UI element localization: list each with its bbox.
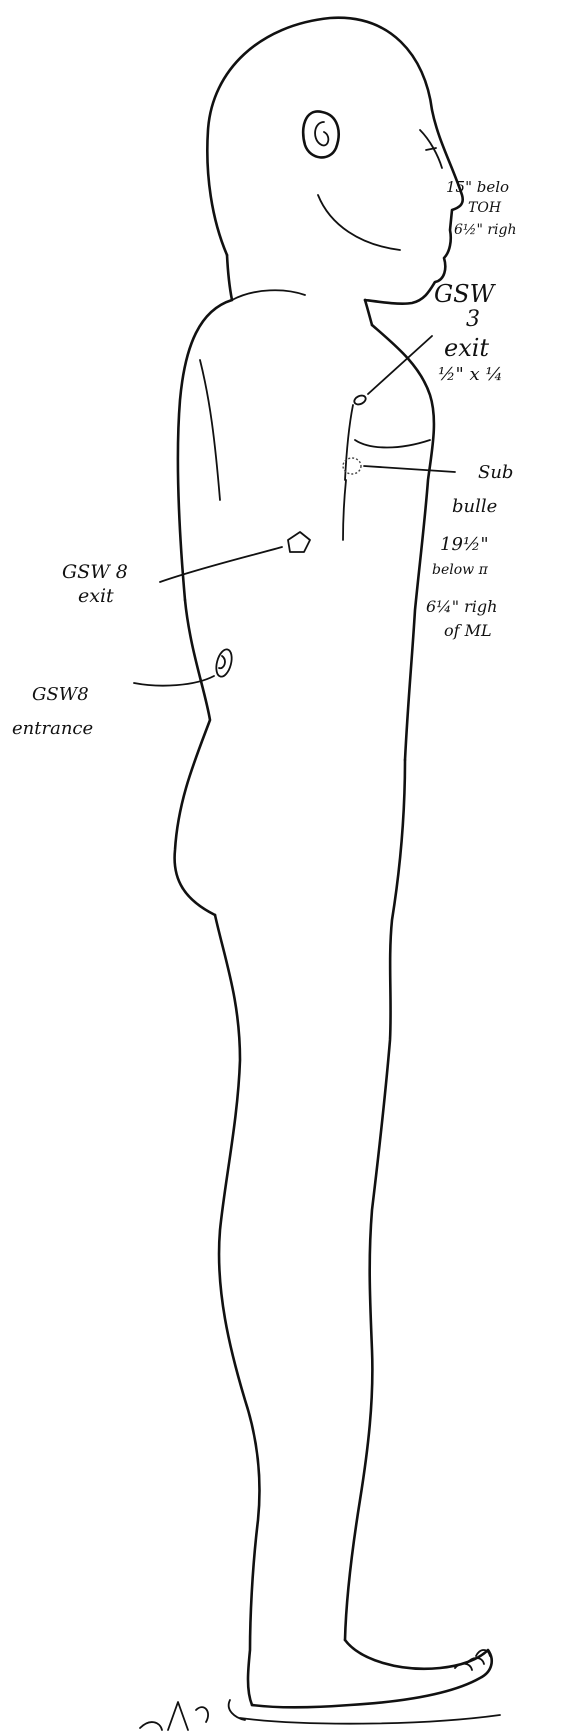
ground-shadow (229, 1700, 245, 1720)
ground-line (240, 1715, 500, 1724)
leg-front (345, 760, 405, 1640)
svg-text:19½": 19½" (440, 534, 489, 555)
gsw3-line-3: exit (444, 334, 489, 362)
svg-text:½" x ¼: ½" x ¼ (438, 364, 503, 385)
gsw8-entrance-line-1: GSW8 (32, 684, 89, 705)
wound-gsw8-entrance-inner (219, 656, 225, 668)
head-wound-line-2: TOH (468, 200, 502, 216)
neck-front (365, 300, 372, 325)
gsw3-line-4: ½" x ¼ (438, 364, 503, 385)
annotation-gsw3-exit: GSW 3 exit ½" x ¼ (434, 280, 503, 385)
svg-text:6½" righ: 6½" righ (454, 222, 517, 238)
svg-text:TOH: TOH (468, 200, 502, 216)
arm-crease (200, 360, 220, 500)
neck-back (227, 255, 232, 300)
wound-gsw3-exit (353, 394, 367, 406)
annotation-gsw8-exit: GSW 8 exit (62, 561, 128, 607)
gsw3-line-2: 3 (466, 307, 480, 332)
svg-text:GSW8: GSW8 (32, 684, 89, 705)
svg-text:bulle: bulle (452, 496, 497, 517)
wound-gsw8-exit (288, 532, 310, 552)
leader-subq (364, 466, 455, 472)
svg-text:of ML: of ML (444, 621, 492, 640)
head-wound-line-3: 6½" righ (454, 222, 517, 238)
foot (252, 1640, 492, 1707)
svg-text:GSW: GSW (434, 280, 497, 308)
gsw8-exit-line-2: exit (78, 585, 114, 607)
back-outline (175, 600, 215, 915)
head-wound-line-1: 15" belo (446, 178, 509, 196)
subq-line-6: of ML (444, 621, 492, 640)
chest-side (345, 405, 353, 480)
ear-inner (315, 122, 328, 145)
leader-gsw8-exit (160, 547, 282, 582)
leader-gsw3 (368, 336, 432, 394)
jaw (318, 195, 400, 250)
svg-text:exit: exit (444, 334, 489, 362)
svg-text:exit: exit (78, 585, 114, 607)
subq-line-2: bulle (452, 496, 497, 517)
chest-curve (355, 440, 430, 448)
svg-text:entrance: entrance (12, 718, 93, 739)
shoulder-seam (232, 290, 305, 300)
svg-text:15" belo: 15" belo (446, 178, 509, 196)
subq-line-3: 19½" (440, 534, 489, 555)
subq-line-4: below π (432, 562, 489, 578)
svg-text:3: 3 (466, 307, 480, 332)
leg-back (215, 915, 259, 1705)
head-outline (207, 18, 462, 304)
svg-text:Sub: Sub (478, 462, 513, 483)
annotation-gsw8-entrance: GSW8 entrance (12, 684, 93, 739)
svg-text:6¼" righ: 6¼" righ (426, 597, 497, 616)
svg-text:below π: below π (432, 562, 489, 578)
gsw3-line-1: GSW (434, 280, 497, 308)
flank-line (343, 480, 346, 540)
svg-text:GSW 8: GSW 8 (62, 561, 128, 583)
signature-scribble (140, 1702, 208, 1730)
shoulder-back (178, 300, 232, 600)
wound-gsw8-entrance (214, 648, 235, 679)
gsw8-exit-line-1: GSW 8 (62, 561, 128, 583)
subq-line-5: 6¼" righ (426, 597, 497, 616)
ear (303, 111, 338, 157)
gsw8-entrance-line-2: entrance (12, 718, 93, 739)
annotation-subq-bullet: Sub bulle 19½" below π 6¼" righ of ML (426, 462, 513, 640)
torso-front (372, 325, 434, 760)
subq-line-1: Sub (478, 462, 513, 483)
